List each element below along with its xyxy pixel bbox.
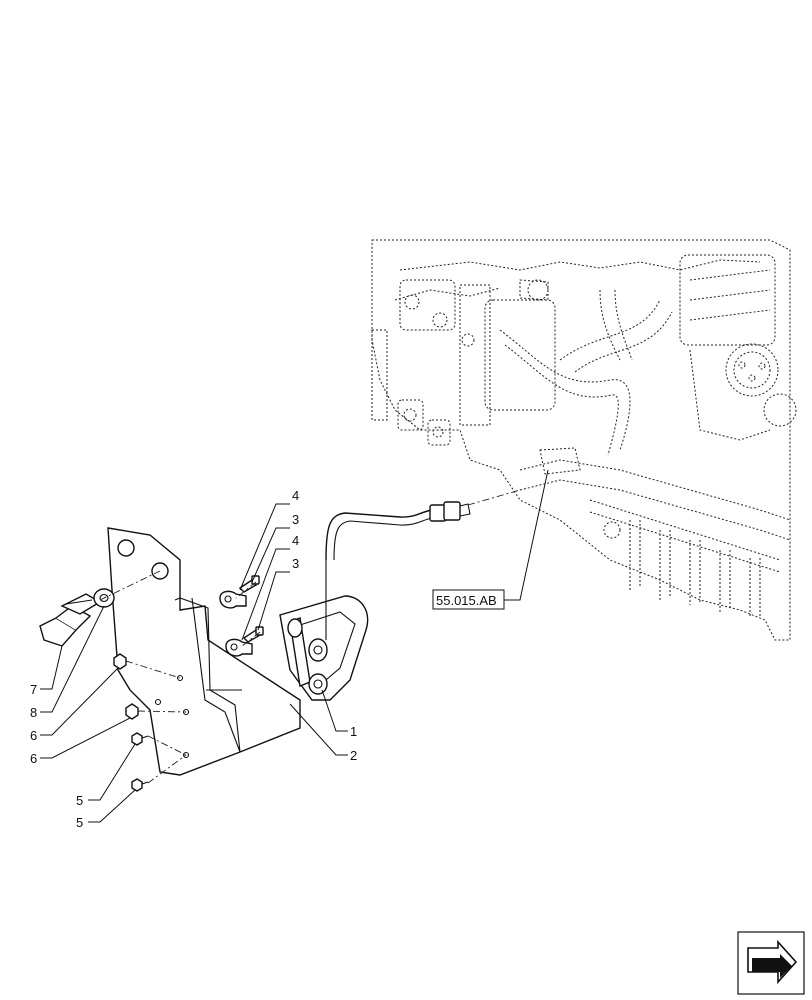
sensor-assembly-part-1 bbox=[279, 560, 369, 701]
callout-3-lower: 3 bbox=[292, 556, 299, 571]
callout-6-upper: 6 bbox=[30, 728, 37, 743]
callout-labels: 4 3 4 3 1 2 7 8 6 6 5 5 bbox=[30, 488, 357, 830]
callout-3-upper: 3 bbox=[292, 512, 299, 527]
callout-4-upper: 4 bbox=[292, 488, 299, 503]
screw-part-4-lower bbox=[242, 626, 264, 643]
sensor-harness bbox=[325, 489, 521, 561]
nut-part-6-lower bbox=[125, 703, 139, 720]
screw-part-5-upper bbox=[131, 732, 149, 746]
callout-1: 1 bbox=[350, 724, 357, 739]
screw-part-5-lower bbox=[131, 778, 149, 792]
leader-lines bbox=[40, 469, 549, 823]
callout-5-lower: 5 bbox=[76, 815, 83, 830]
screw-part-4-upper bbox=[238, 575, 260, 593]
callout-7: 7 bbox=[30, 682, 37, 697]
callout-2: 2 bbox=[350, 748, 357, 763]
callout-6-lower: 6 bbox=[30, 751, 37, 766]
reference-code: 55.015.AB bbox=[436, 593, 497, 608]
engine-phantom bbox=[371, 239, 797, 641]
reference-box[interactable]: 55.015.AB bbox=[432, 589, 505, 610]
assembly-centerlines bbox=[99, 570, 261, 784]
nut-part-6-upper bbox=[113, 653, 127, 670]
callout-4-lower: 4 bbox=[292, 533, 299, 548]
clip-part-3-upper bbox=[219, 590, 247, 609]
callout-8: 8 bbox=[30, 705, 37, 720]
bracket-part-2 bbox=[107, 527, 301, 776]
callout-5-upper: 5 bbox=[76, 793, 83, 808]
bolt-part-7 bbox=[39, 593, 102, 647]
arrow-navigation-icon[interactable] bbox=[737, 931, 805, 995]
